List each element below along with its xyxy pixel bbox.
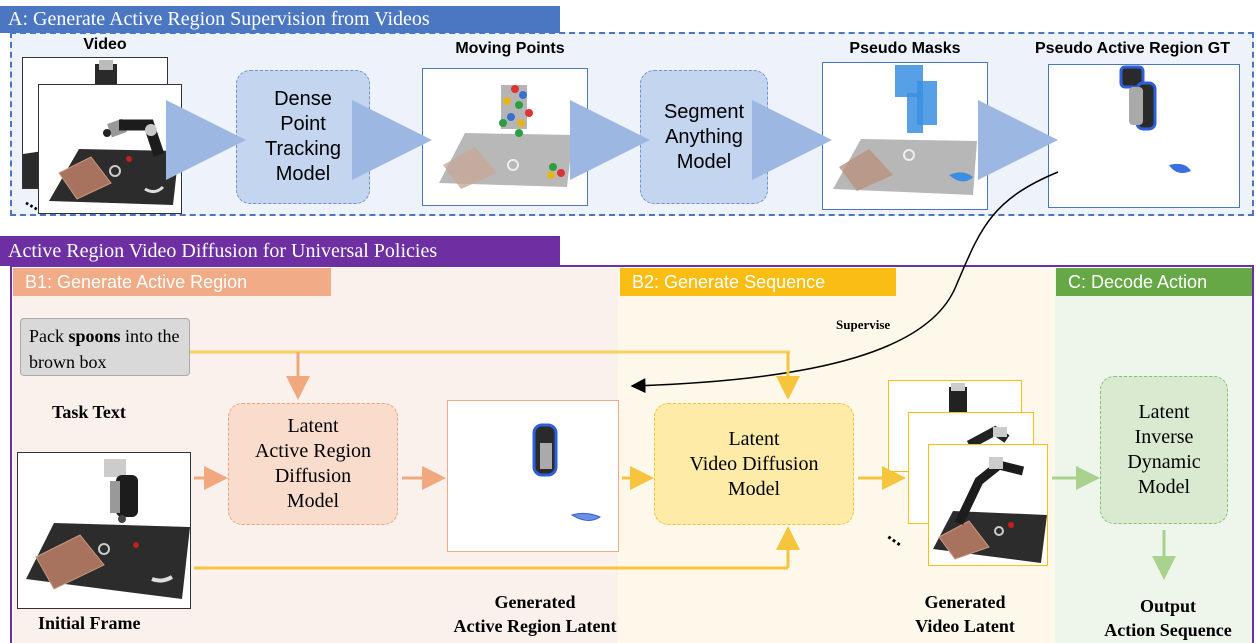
pseudo-masks-frame bbox=[822, 62, 988, 210]
generated-active-region-label: Generated Active Region Latent bbox=[453, 592, 617, 636]
pseudo-active-region-gt-frame bbox=[1048, 64, 1240, 208]
generated-active-region-frame bbox=[447, 400, 619, 552]
moving-points-image bbox=[439, 85, 573, 189]
section-a-title: A: Generate Active Region Supervision fr… bbox=[0, 6, 560, 33]
arrow-text-to-latent-ar bbox=[190, 350, 790, 400]
segment-anything-model-box: Segment Anything Model bbox=[640, 70, 768, 204]
moving-points-label: Moving Points bbox=[455, 40, 565, 57]
task-bold-word: spoons bbox=[68, 326, 121, 346]
initial-frame bbox=[17, 452, 191, 609]
section-b-frame bbox=[10, 265, 1254, 643]
video-label: Video bbox=[83, 36, 127, 53]
latent-active-region-diffusion-box: Latent Active Region Diffusion Model bbox=[228, 403, 398, 525]
latent-video-diffusion-box: Latent Video Diffusion Model bbox=[654, 403, 854, 525]
generated-video-latent-label: Generated Video Latent bbox=[915, 592, 1015, 636]
moving-points-frame bbox=[422, 68, 588, 206]
task-text-label: Task Text bbox=[52, 402, 126, 422]
generated-video-frame-3 bbox=[928, 444, 1048, 566]
supervise-arrow bbox=[630, 171, 1059, 394]
c-tab: C: Decode Action bbox=[1056, 268, 1252, 296]
output-action-sequence-label: Output Action Sequence bbox=[1104, 596, 1232, 640]
task-text-bubble: Pack spoons into the brown box bbox=[20, 318, 190, 376]
dense-point-tracking-model-box: Dense Point Tracking Model bbox=[236, 70, 370, 204]
b2-tab: B2: Generate Sequence bbox=[620, 268, 896, 296]
latent-inverse-dynamic-model-box: Latent Inverse Dynamic Model bbox=[1100, 376, 1228, 524]
pseudo-gt-image bbox=[1119, 65, 1191, 173]
video-frame-front bbox=[38, 84, 182, 214]
initial-frame-label: Initial Frame bbox=[38, 613, 141, 633]
robot-scene-image bbox=[933, 457, 1047, 563]
arrow-frame-to-video-diffusion bbox=[194, 526, 800, 570]
robot-scene-image bbox=[949, 383, 967, 413]
robot-scene-image bbox=[966, 425, 1010, 449]
generated-active-region-image bbox=[532, 423, 602, 521]
supervise-label: Supervise bbox=[836, 317, 891, 332]
task-suffix: into the brown box bbox=[29, 326, 180, 372]
pseudo-gt-label: Pseudo Active Region GT bbox=[1035, 40, 1230, 57]
initial-frame-image bbox=[26, 459, 190, 599]
pseudo-masks-image bbox=[833, 65, 977, 195]
section-b-title: Active Region Video Diffusion for Univer… bbox=[0, 236, 560, 266]
pseudo-masks-label: Pseudo Masks bbox=[849, 40, 961, 57]
b1-tab: B1: Generate Active Region bbox=[13, 268, 331, 296]
robot-scene-image bbox=[49, 118, 179, 205]
task-prefix: Pack bbox=[29, 326, 69, 346]
